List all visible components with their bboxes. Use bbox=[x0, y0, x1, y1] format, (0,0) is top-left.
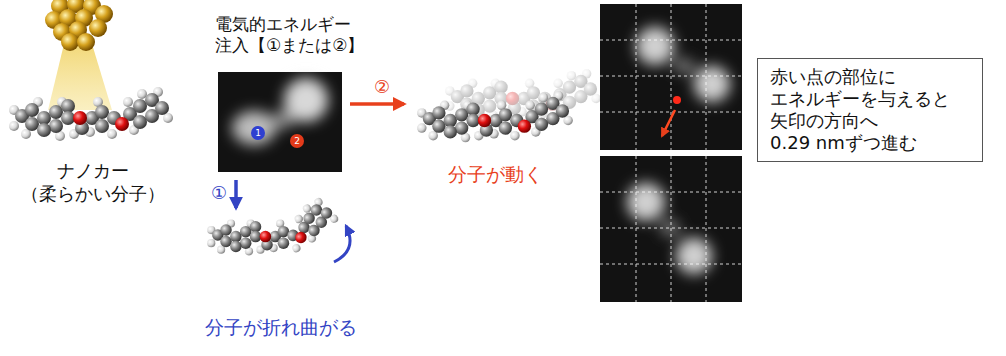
callout-number: 1 bbox=[251, 126, 265, 140]
note-box: 赤い点の部位に エネルギーを与えると 矢印の方向へ 0.29 nmずつ進む bbox=[757, 58, 983, 162]
callout-digit: 2 bbox=[294, 137, 300, 146]
callout-number: 2 bbox=[290, 134, 304, 148]
stm-panel-before bbox=[600, 4, 742, 150]
nanocar-caption: ナノカー （柔らかい分子） bbox=[8, 160, 178, 205]
stm-tip bbox=[45, 0, 113, 51]
callout-digit: 1 bbox=[255, 129, 261, 138]
move-arrow bbox=[350, 102, 404, 106]
result-label: 分子が動く bbox=[430, 163, 560, 187]
path-number: ① bbox=[206, 182, 232, 205]
energy-injection-label: 電気的エネルギー 注入【①または②】 bbox=[215, 14, 375, 57]
note-text: 赤い点の部位に エネルギーを与えると 矢印の方向へ 0.29 nmずつ進む bbox=[770, 66, 970, 154]
path-number: ② bbox=[368, 76, 396, 99]
bent-molecule bbox=[207, 194, 344, 256]
result-label: 分子が折れ曲がる bbox=[196, 316, 366, 340]
bend-curve-arrow bbox=[334, 226, 350, 262]
nanocar-molecule bbox=[9, 87, 173, 141]
moved-molecule bbox=[417, 91, 573, 142]
stm-panel-after bbox=[600, 156, 742, 302]
stm-image bbox=[218, 72, 342, 172]
bend-arrow bbox=[234, 180, 238, 208]
